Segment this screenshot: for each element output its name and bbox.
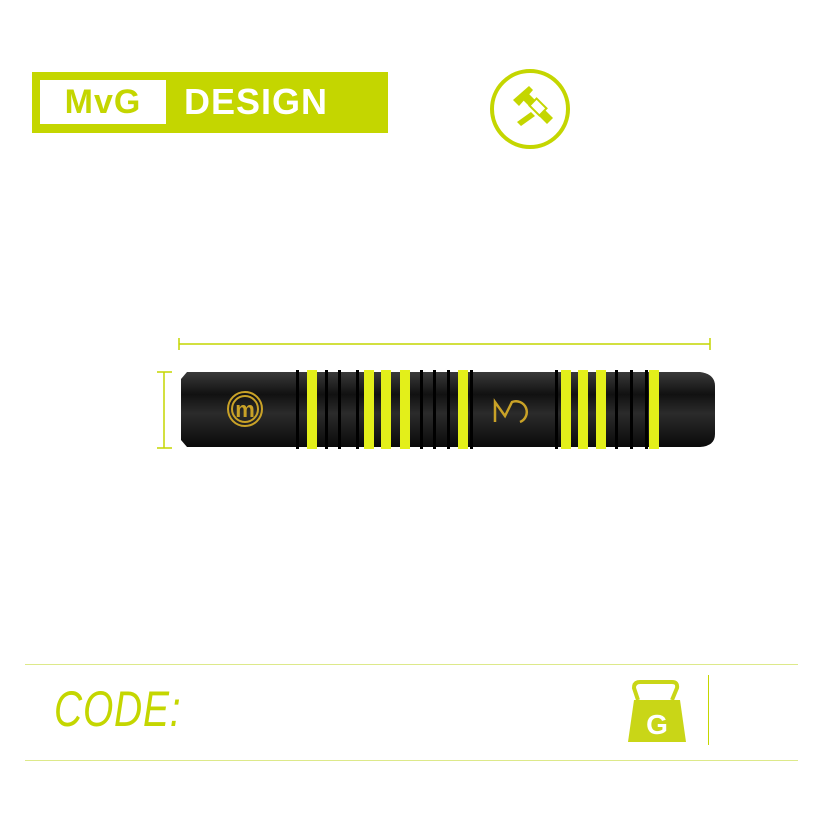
- code-label: CODE:: [54, 681, 182, 737]
- weight-icon: G: [628, 680, 686, 742]
- weight-letter: G: [646, 709, 668, 740]
- svg-text:m: m: [235, 397, 255, 422]
- m-logo-icon: m: [227, 391, 263, 427]
- mvg-design-logo: MvG DESIGN: [32, 72, 388, 133]
- logo-word: DESIGN: [184, 81, 329, 122]
- caliper-icon: [490, 69, 570, 149]
- vertical-divider: [708, 675, 709, 745]
- logo-brand: MvG: [40, 80, 166, 124]
- diameter-dimension-line: [157, 371, 172, 449]
- mvg-emblem-icon: [493, 398, 529, 424]
- yellow-grip-bands: [307, 370, 659, 449]
- barrel-grooves: [296, 370, 648, 449]
- divider-bottom: [25, 760, 798, 761]
- dart-barrel-illustration: m: [157, 338, 715, 449]
- divider-top: [25, 664, 798, 665]
- length-dimension-line: [178, 338, 711, 350]
